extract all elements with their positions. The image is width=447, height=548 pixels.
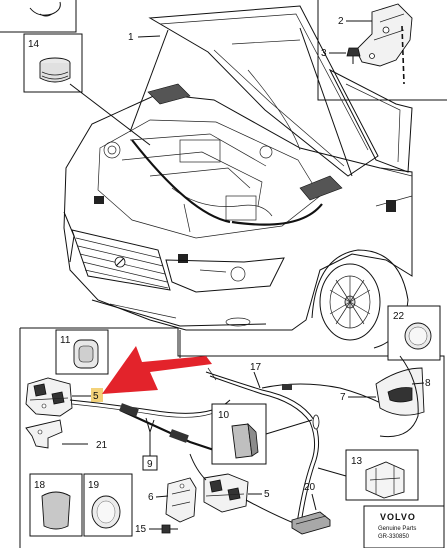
callout-20: 20 [304,482,316,493]
panel-18: 18 [29,473,83,537]
callout-6: 6 [148,492,154,503]
callout-19: 19 [88,480,100,491]
vent-left [147,83,191,105]
panel-19: 19 [83,473,133,537]
callout-17: 17 [250,362,262,373]
panel-top-left [0,0,77,33]
grille [71,229,171,291]
diagram-reference: GR-330850 [378,534,410,540]
bracket-21 [25,419,63,449]
release-cable-17 [205,367,399,531]
callout-22: 22 [393,311,405,322]
callout-5-right: 5 [264,489,270,500]
hood-latch-left [25,377,73,417]
callout-14: 14 [28,39,40,50]
bottom-frame [19,327,445,548]
callout-9: 9 [147,459,153,470]
cap-part-14 [39,57,71,83]
callout-1: 1 [128,32,134,43]
callout-5-left: 5 [93,391,99,402]
footer-logo-block: VOLVO Genuine Parts GR-330850 [363,505,445,548]
hood-latch-right [203,473,249,513]
callout-5-highlight [91,388,103,402]
red-indicator-arrow [102,346,212,394]
car-front-illustration: 1 [63,5,413,349]
callout-11: 11 [60,335,71,346]
callout-18: 18 [34,480,46,491]
release-handle [375,355,425,438]
panel-14: 14 [23,33,83,93]
callout-3: 3 [321,48,327,59]
hinge-bracket [355,3,413,85]
callout-10: 10 [218,410,230,421]
callout-15: 15 [135,524,147,535]
callout-7: 7 [340,392,346,403]
bolt-15 [161,524,178,534]
callout-8: 8 [425,378,431,389]
bolt-3 [346,47,361,64]
callout-21: 21 [96,440,108,451]
callout-13: 13 [351,456,363,467]
lock-bracket-6 [165,477,197,523]
vent-right [299,175,343,201]
brand-subtitle: Genuine Parts [378,526,416,532]
panel-10: 10 [211,403,267,465]
clip-20 [291,511,331,535]
panel-22: 22 [387,305,441,361]
callout-2: 2 [338,16,344,27]
panel-2-3: 2 3 [317,0,447,101]
brand-logo-text: VOLVO [380,512,416,522]
panel-11: 11 [55,329,109,375]
cable-9 [119,403,215,452]
panel-13: 13 [345,449,419,501]
